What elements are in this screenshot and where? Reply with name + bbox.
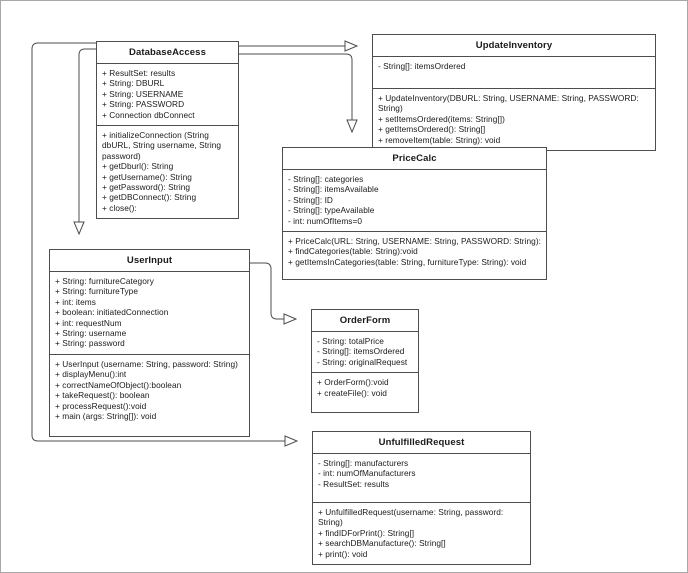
- attribute-row: - int: numOfManufacturers: [318, 468, 416, 479]
- method-row: + removeItem(table: String): void: [378, 134, 501, 145]
- method-row: + createFile(): void: [317, 387, 387, 398]
- attributes-compartment-unfulfilled-request: - String[]: manufacturers - int: numOfMa…: [313, 454, 530, 503]
- attribute-row: + int: items: [55, 296, 96, 307]
- method-row: + displayMenu():int: [55, 369, 127, 380]
- method-row: + UserInput (username: String, password:…: [55, 359, 238, 369]
- class-box-unfulfilled-request[interactable]: UnfulfilledRequest - String[]: manufactu…: [312, 431, 531, 566]
- methods-compartment-user-input: + UserInput (username: String, password:…: [50, 355, 249, 436]
- attribute-row: + String: username: [55, 328, 127, 339]
- method-row: + getDburl(): String: [102, 161, 174, 172]
- attributes-compartment-database-access: + ResultSet: results + String: DBURL + S…: [97, 64, 238, 127]
- method-row: + OrderForm():void: [317, 377, 389, 388]
- attribute-row: - String[]: itemsOrdered: [317, 346, 405, 357]
- attribute-row: + boolean: initiatedConnection: [55, 307, 169, 318]
- method-row: + PriceCalc(URL: String, USERNAME: Strin…: [288, 236, 542, 247]
- class-title-unfulfilled-request: UnfulfilledRequest: [313, 432, 530, 454]
- attribute-row: - String: totalPrice: [317, 336, 384, 346]
- class-box-order-form[interactable]: OrderForm - String: totalPrice - String[…: [311, 309, 419, 414]
- method-row: + print(): void: [318, 548, 368, 559]
- method-row: + findCategories(table: String):void: [288, 246, 418, 257]
- class-title-update-inventory: UpdateInventory: [373, 35, 655, 57]
- methods-compartment-unfulfilled-request: + UnfulfilledRequest(username: String, p…: [313, 503, 530, 564]
- methods-compartment-update-inventory: + UpdateInventory(DBURL: String, USERNAM…: [373, 89, 655, 150]
- edge-database-access-to-price-calc: [238, 53, 352, 132]
- attribute-row: - String[]: typeAvailable: [288, 205, 375, 216]
- method-row: + takeRequest(): boolean: [55, 390, 150, 401]
- method-row: + findIDForPrint(): String[]: [318, 527, 415, 538]
- method-row: + searchDBManufacture(): String[]: [318, 538, 446, 549]
- methods-compartment-order-form: + OrderForm():void + createFile(): void: [312, 373, 418, 412]
- attributes-compartment-update-inventory: - String[]: itemsOrdered: [373, 57, 655, 89]
- class-box-price-calc[interactable]: PriceCalc - String[]: categories - Strin…: [282, 147, 547, 281]
- attribute-row: + String: furnitureType: [55, 286, 139, 297]
- attributes-compartment-price-calc: - String[]: categories - String[]: items…: [283, 170, 546, 233]
- attribute-row: - String[]: manufacturers: [318, 458, 409, 468]
- attribute-row: - String[]: categories: [288, 174, 364, 184]
- attribute-row: + int: requestNum: [55, 317, 122, 328]
- method-row: + getUsername(): String: [102, 171, 192, 182]
- attribute-row: - String[]: ID: [288, 194, 333, 205]
- class-box-user-input[interactable]: UserInput + String: furnitureCategory + …: [49, 249, 250, 437]
- method-row: + processRequest():void: [55, 400, 147, 411]
- attributes-compartment-user-input: + String: furnitureCategory + String: fu…: [50, 272, 249, 355]
- method-row: + main (args: String[]): void: [55, 411, 157, 422]
- class-title-price-calc: PriceCalc: [283, 148, 546, 170]
- methods-compartment-price-calc: + PriceCalc(URL: String, USERNAME: Strin…: [283, 232, 546, 279]
- class-box-database-access[interactable]: DatabaseAccess + ResultSet: results + St…: [96, 41, 239, 220]
- attribute-row: + ResultSet: results: [102, 68, 176, 78]
- method-row: + getItemsInCategories(table: String, fu…: [288, 256, 527, 267]
- attributes-compartment-order-form: - String: totalPrice - String[]: itemsOr…: [312, 332, 418, 374]
- class-title-database-access: DatabaseAccess: [97, 42, 238, 64]
- edge-database-access-to-user-input: [79, 48, 96, 234]
- method-row: + UnfulfilledRequest(username: String, p…: [318, 507, 506, 528]
- attribute-row: + String: PASSWORD: [102, 99, 185, 110]
- attribute-row: - String[]: itemsAvailable: [288, 184, 379, 195]
- attribute-row: - int: numOfItems=0: [288, 215, 363, 226]
- attribute-row: + String: DBURL: [102, 78, 165, 89]
- method-row: + correctNameOfObject():boolean: [55, 379, 182, 390]
- attribute-row: + String: furnitureCategory: [55, 276, 154, 286]
- method-row: + getPassword(): String: [102, 182, 191, 193]
- class-title-user-input: UserInput: [50, 250, 249, 272]
- attribute-row: - String[]: itemsOrdered: [378, 61, 466, 71]
- attribute-row: - ResultSet: results: [318, 478, 390, 489]
- class-title-order-form: OrderForm: [312, 310, 418, 332]
- attribute-row: + String: password: [55, 338, 125, 349]
- method-row: + initializeConnection (String dbURL, St…: [102, 130, 224, 161]
- methods-compartment-database-access: + initializeConnection (String dbURL, St…: [97, 126, 238, 218]
- method-row: + getDBConnect(): String: [102, 192, 197, 203]
- method-row: + setItemsOrdered(items: String[]): [378, 113, 505, 124]
- method-row: + close():: [102, 202, 137, 213]
- attribute-row: - String: originalRequest: [317, 356, 408, 367]
- method-row: + getItemsOrdered(): String[]: [378, 124, 486, 135]
- attribute-row: + String: USERNAME: [102, 88, 184, 99]
- method-row: + UpdateInventory(DBURL: String, USERNAM…: [378, 93, 642, 114]
- attribute-row: + Connection dbConnect: [102, 109, 195, 120]
- class-box-update-inventory[interactable]: UpdateInventory - String[]: itemsOrdered…: [372, 34, 656, 152]
